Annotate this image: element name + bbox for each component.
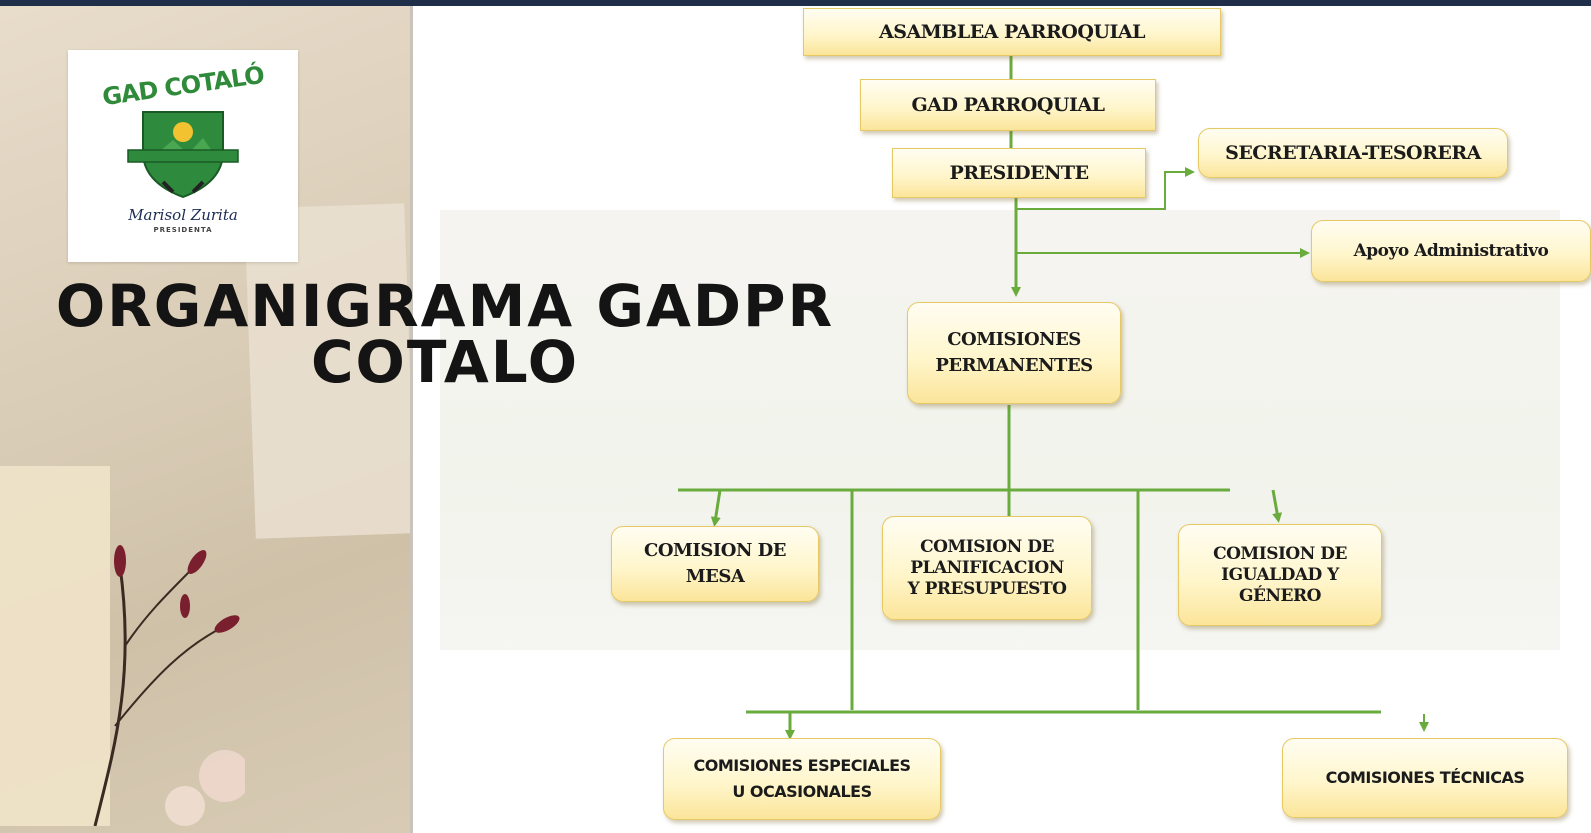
box-label: GAD PARROQUIAL [911,94,1105,116]
title-line-1: ORGANIGRAMA GADPR [55,272,835,340]
logo-card: GAD COTALÓ Marisol Zurita PRESIDENTA [68,50,298,262]
box-label: COMISIONES TÉCNICAS [1325,768,1525,787]
box-label-line-2: MESA [685,566,745,587]
page-title: ORGANIGRAMA GADPR COTALO [50,272,840,396]
box-label: PRESIDENTE [949,162,1089,184]
box-label-line-1: COMISION DE [1213,543,1347,564]
box-asamblea-parroquial: ASAMBLEA PARROQUIAL [803,8,1221,56]
box-label-line-2: U OCASIONALES [732,782,872,801]
box-secretaria-tesorera: SECRETARIA-TESORERA [1198,128,1508,178]
logo-role: PRESIDENTA [153,226,213,234]
box-comisiones-permanentes: COMISIONES PERMANENTES [907,302,1121,404]
panel-divider [410,6,413,833]
box-label-line-2: PLANIFICACION [910,557,1064,578]
box-apoyo-administrativo: Apoyo Administrativo [1311,220,1591,282]
box-presidente: PRESIDENTE [892,148,1146,198]
box-label: Apoyo Administrativo [1353,241,1549,261]
box-comision-planificacion: COMISION DE PLANIFICACION Y PRESUPUESTO [882,516,1092,620]
box-label: SECRETARIA-TESORERA [1225,142,1481,164]
shield-icon [127,111,239,199]
logo-signature: Marisol Zurita [128,206,238,224]
box-label: ASAMBLEA PARROQUIAL [879,21,1145,43]
old-document-scrap [0,466,110,826]
box-label-line-1: COMISION DE [644,540,787,561]
box-label-line-3: GÉNERO [1239,585,1321,606]
title-line-2: COTALO [310,328,579,396]
box-label-line-1: COMISION DE [920,536,1054,557]
box-comision-igualdad-genero: COMISION DE IGUALDAD Y GÉNERO [1178,524,1382,626]
box-comisiones-especiales: COMISIONES ESPECIALES U OCASIONALES [663,738,941,820]
box-comisiones-tecnicas: COMISIONES TÉCNICAS [1282,738,1568,818]
box-label-line-1: COMISIONES ESPECIALES [693,756,911,775]
box-label-line-2: PERMANENTES [935,355,1093,376]
box-comision-de-mesa: COMISION DE MESA [611,526,819,602]
box-label-line-2: IGUALDAD Y [1221,564,1339,585]
box-gad-parroquial: GAD PARROQUIAL [860,79,1156,131]
box-label-line-1: COMISIONES [947,329,1081,350]
box-label-line-3: Y PRESUPUESTO [907,578,1067,599]
top-bar [0,0,1591,6]
dried-flower-illustration [93,545,245,826]
